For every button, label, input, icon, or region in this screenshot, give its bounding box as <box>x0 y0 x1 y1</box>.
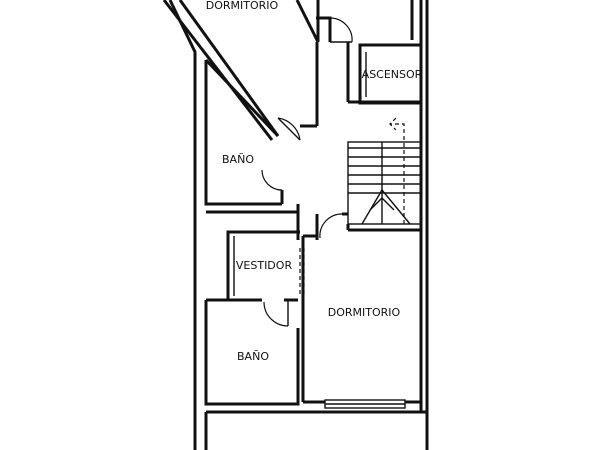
upper-diagonal-wall-inner <box>162 0 274 141</box>
label-bano-upper: BAÑO <box>222 153 254 166</box>
corridor-walls <box>315 17 353 126</box>
label-dormitorio-main: DORMITORIO <box>328 306 401 319</box>
bano-upper-walls <box>204 58 317 206</box>
stair-direction-arrow <box>390 123 405 224</box>
dormitorio-top-walls <box>295 0 414 43</box>
door-arc-corridor <box>319 213 343 239</box>
middle-walls <box>206 204 348 402</box>
vestidor-walls <box>206 230 305 302</box>
label-vestidor: VESTIDOR <box>236 259 293 272</box>
label-dormitorio-top: DORMITORIO <box>206 0 279 12</box>
upper-diagonal-wall <box>178 0 280 137</box>
outer-walls <box>162 0 429 450</box>
label-ascensor: ASCENSOR <box>362 68 423 81</box>
door-arc-bano-upper <box>277 117 301 141</box>
stairs <box>346 100 422 232</box>
left-diagonal-wall <box>168 0 197 450</box>
label-bano-lower: BAÑO <box>237 350 269 363</box>
bano-lower-walls <box>204 298 300 406</box>
door-arc-top <box>329 17 353 43</box>
door-arc-bano-upper-2 <box>261 169 283 191</box>
dormitorio-main-walls <box>303 236 423 412</box>
door-arc-bano-lower <box>263 301 289 327</box>
